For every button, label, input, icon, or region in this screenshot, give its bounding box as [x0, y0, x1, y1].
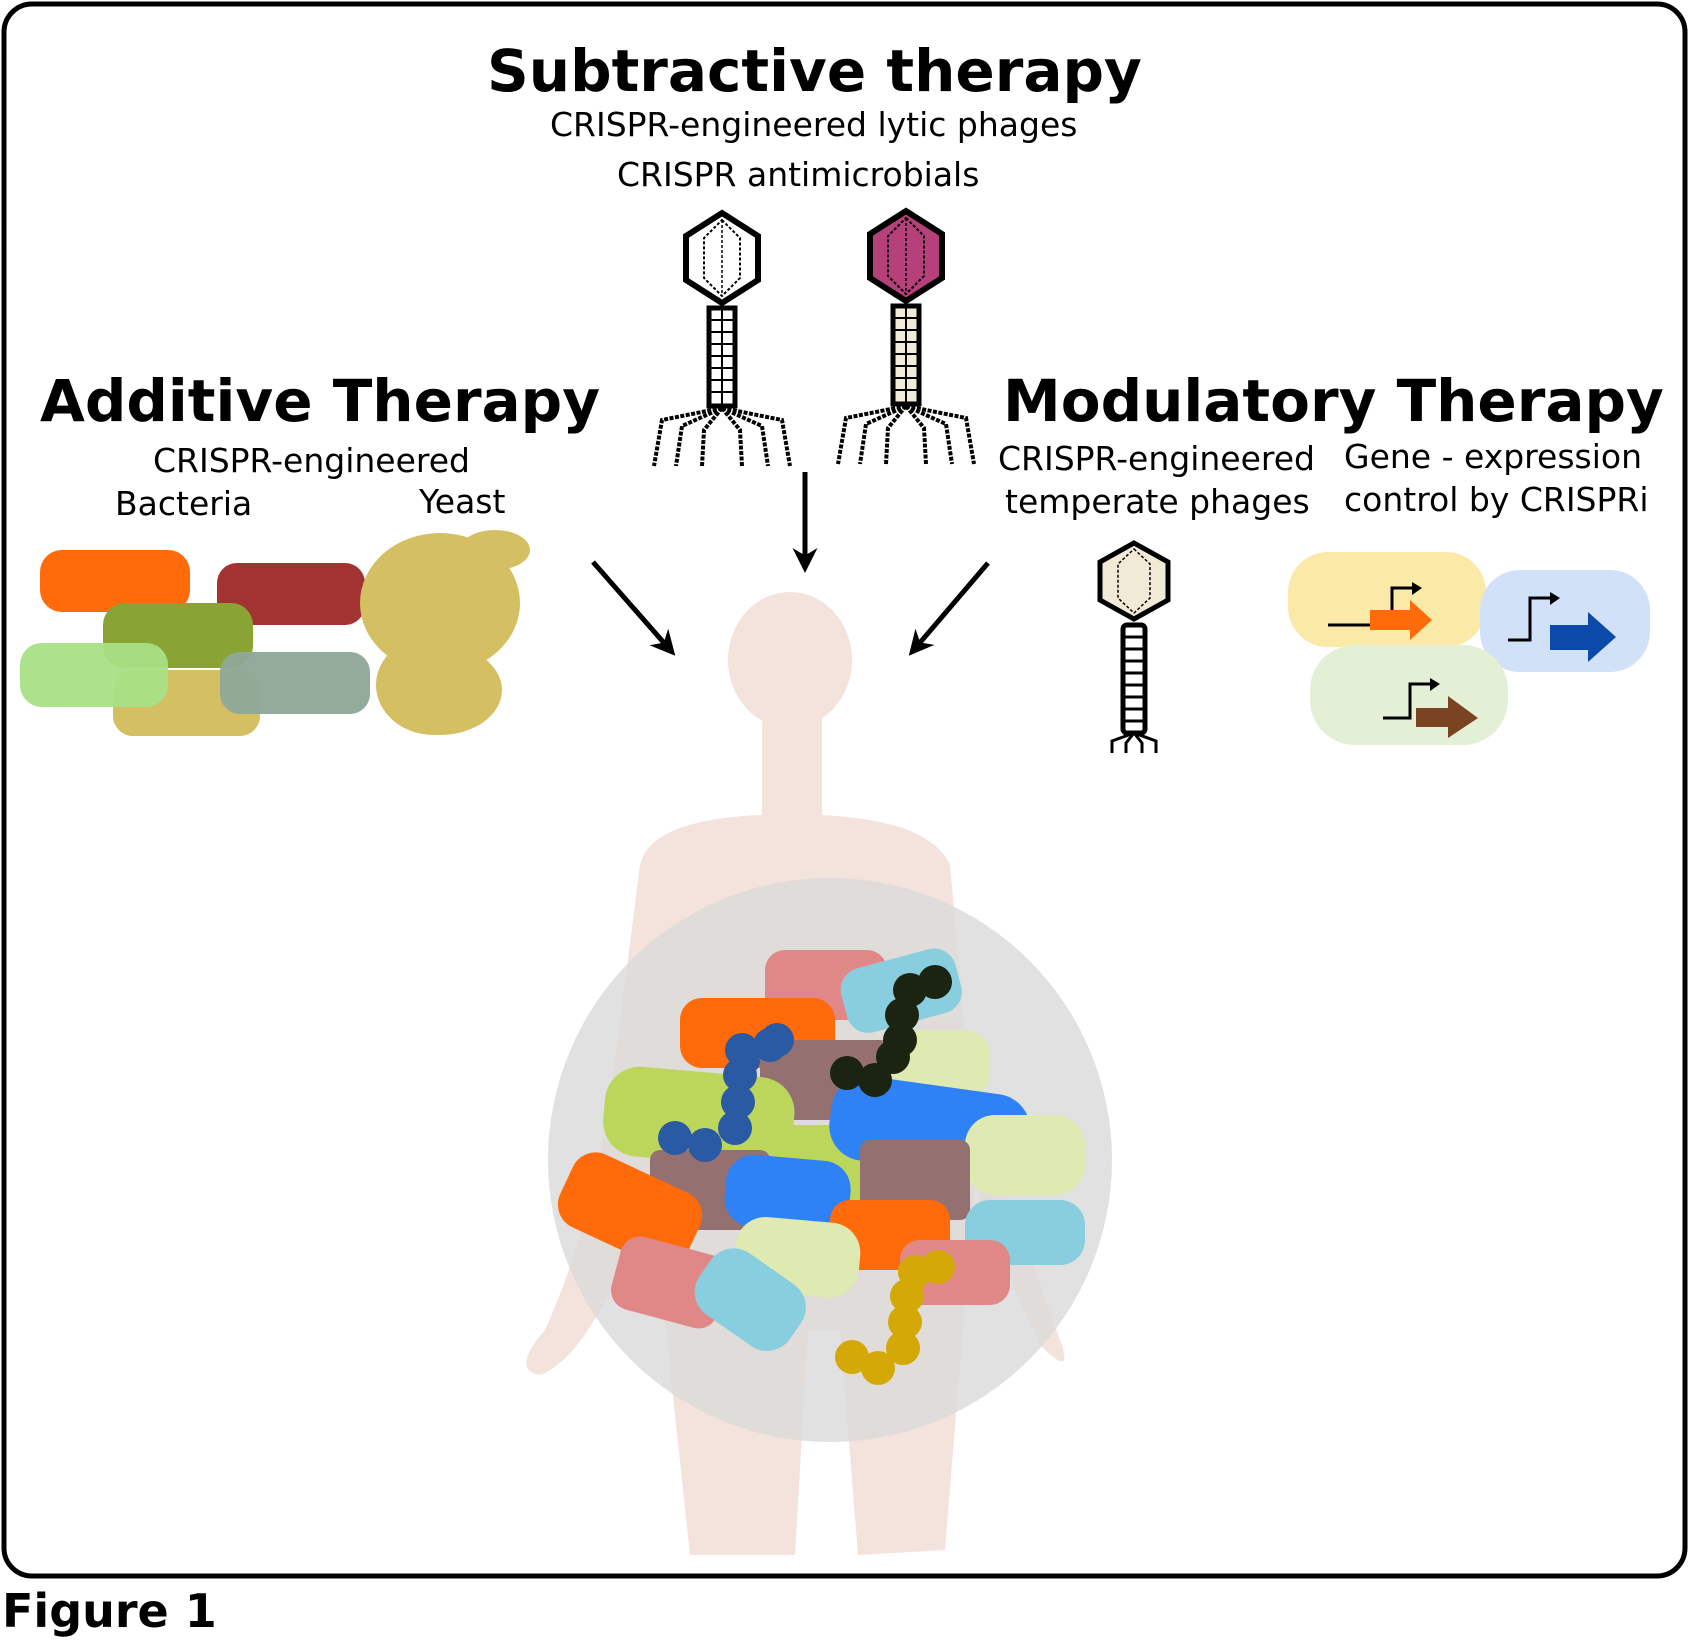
subtractive-line-lytic-phages: CRISPR-engineered lytic phages [550, 105, 1078, 144]
modulatory-gene-line2: control by CRISPRi [1344, 480, 1649, 519]
crispri-cells [1288, 552, 1650, 745]
bacteria-icon [20, 643, 168, 707]
additive-subtitle: CRISPR-engineered [153, 441, 470, 480]
bacteria-icon [217, 563, 365, 625]
subtractive-therapy-title: Subtractive therapy [487, 37, 1142, 105]
promoter-arrow-icon [1328, 582, 1432, 640]
figure-label: Figure 1 [2, 1584, 217, 1638]
modulatory-phage-line1: CRISPR-engineered [998, 439, 1315, 478]
additive-yeast-label: Yeast [419, 482, 506, 521]
promoter-arrow-icon [1383, 678, 1478, 738]
additive-bacteria-label: Bacteria [115, 484, 253, 523]
phage-icon [1097, 540, 1171, 753]
arrow-icon [591, 472, 990, 656]
promoter-arrow-icon [1508, 592, 1616, 662]
gut-streptococcus-chains [658, 965, 955, 1385]
modulatory-phage-line2: temperate phages [1005, 482, 1310, 521]
yeast-icon [360, 530, 530, 735]
bacteria-icon [40, 550, 190, 612]
additive-therapy-title: Additive Therapy [40, 367, 601, 435]
phage-icon [652, 209, 792, 468]
bacteria-icon [220, 652, 370, 714]
modulatory-therapy-title: Modulatory Therapy [1003, 367, 1664, 435]
figure-border [1, 1, 1688, 1579]
additive-bacteria-group [20, 550, 370, 736]
subtractive-line-antimicrobials: CRISPR antimicrobials [617, 155, 980, 194]
modulatory-gene-line1: Gene - expression [1344, 437, 1642, 476]
phage-icon [836, 207, 976, 466]
